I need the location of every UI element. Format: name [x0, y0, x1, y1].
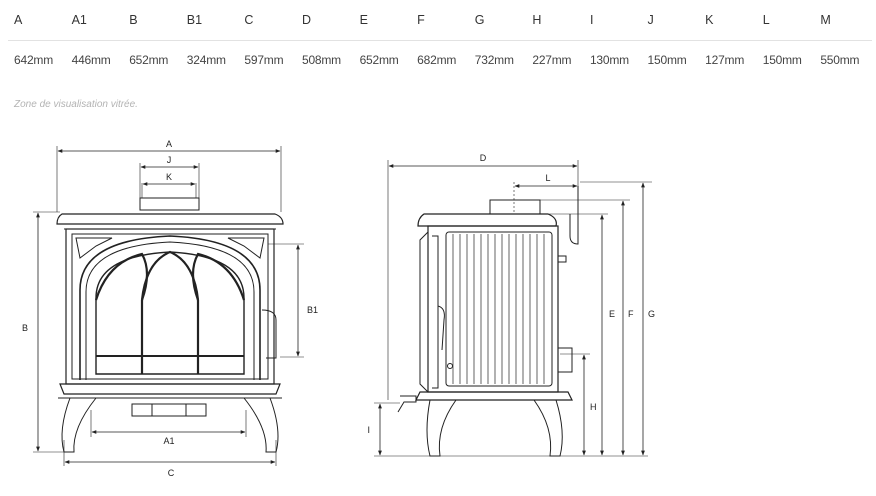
dimensions-value-row: 642mm 446mm 652mm 324mm 597mm 508mm 652m… [8, 41, 872, 80]
label-e: E [609, 309, 615, 319]
value-i: 130mm [589, 53, 629, 67]
value-k: 127mm [705, 53, 745, 67]
value-b: 652mm [129, 53, 169, 67]
front-dimension-labels: A J K B B1 A1 C [22, 139, 318, 478]
value-j: 150mm [647, 53, 687, 67]
fluting [452, 234, 545, 384]
header-a1: A1 [65, 0, 124, 41]
side-dimension-lines [378, 164, 645, 456]
side-view [374, 160, 652, 457]
label-a1: A1 [163, 436, 174, 446]
header-b1: B1 [180, 0, 239, 41]
header-f: F [411, 0, 469, 41]
value-e: 652mm [359, 53, 399, 67]
header-l: L [756, 0, 815, 41]
value-l: 150mm [762, 53, 802, 67]
header-g: G [468, 0, 527, 41]
header-j: J [641, 0, 700, 41]
front-view [33, 146, 304, 466]
front-dimension-lines [36, 149, 300, 464]
side-dimension-labels: D L E F G H I [367, 153, 655, 435]
label-b1: B1 [307, 305, 318, 315]
label-a: A [166, 139, 172, 149]
value-b1: 324mm [186, 53, 226, 67]
label-d: D [480, 153, 487, 163]
value-d: 508mm [301, 53, 341, 67]
viewing-area-caption: Zone de visualisation vitrée. [14, 99, 138, 110]
label-h: H [590, 402, 597, 412]
label-f: F [628, 309, 634, 319]
header-m: M [814, 0, 872, 41]
header-d: D [295, 0, 354, 41]
header-c: C [238, 0, 296, 41]
value-g: 732mm [474, 53, 514, 67]
header-k: K [699, 0, 757, 41]
value-h: 227mm [532, 53, 572, 67]
label-g: G [648, 309, 655, 319]
header-a: A [8, 0, 66, 41]
header-b: B [123, 0, 181, 41]
header-h: H [526, 0, 584, 41]
header-e: E [353, 0, 412, 41]
dimensions-table: A A1 B B1 C D E F G H I J K L M 642mm 44… [8, 0, 872, 79]
label-k: K [166, 172, 172, 182]
dimensions-header-row: A A1 B B1 C D E F G H I J K L M [8, 0, 872, 41]
label-l: L [545, 173, 550, 183]
label-i: I [367, 425, 370, 435]
value-m: 550mm [820, 53, 860, 67]
value-c: 597mm [244, 53, 284, 67]
value-f: 682mm [417, 53, 457, 67]
label-b: B [22, 323, 28, 333]
label-j: J [167, 155, 172, 165]
value-a1: 446mm [71, 53, 111, 67]
value-a: 642mm [14, 53, 54, 67]
label-c: C [168, 468, 175, 478]
header-i: I [583, 0, 642, 41]
